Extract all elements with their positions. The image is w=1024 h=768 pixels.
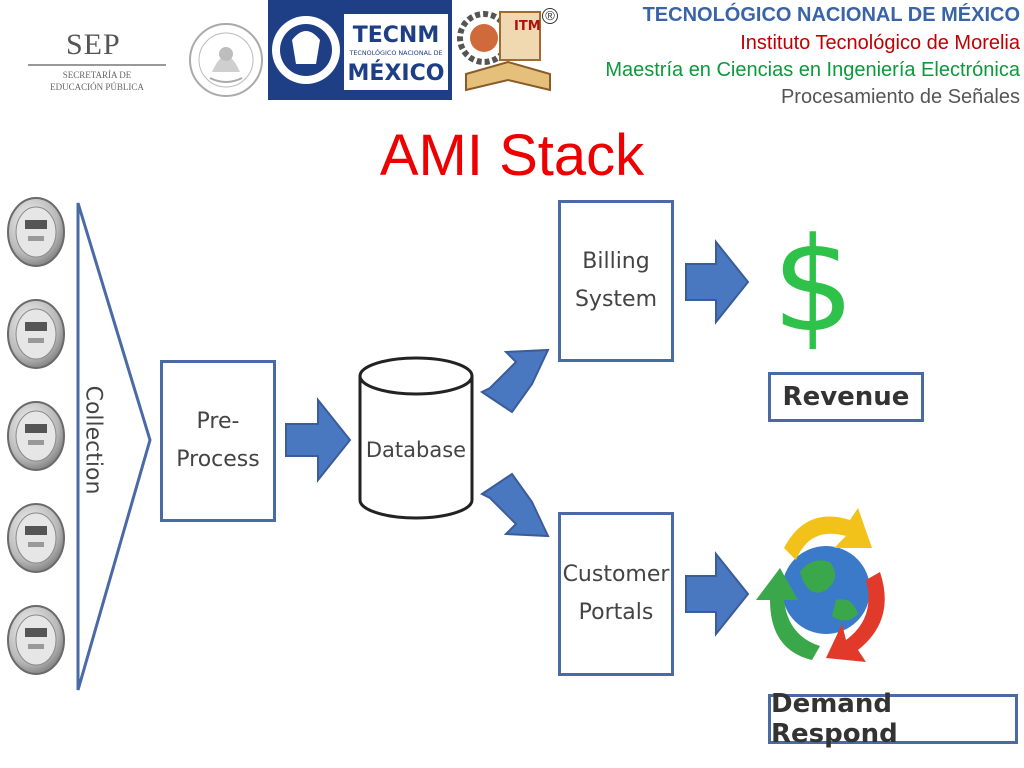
billing-system-box: Billing System <box>558 200 674 362</box>
recycle-globe-icon <box>756 508 885 662</box>
smart-meter-icon <box>7 503 65 573</box>
arrow-database-to-portals <box>480 472 550 538</box>
tecnm-logo: TECNM TECNOLÓGICO NACIONAL DE MÉXICO <box>268 0 452 100</box>
smart-meters <box>7 197 65 675</box>
course-name: Procesamiento de Señales <box>780 86 1020 108</box>
sep-abbr: SEP <box>66 28 121 61</box>
collection-funnel <box>76 202 152 691</box>
billing-system-label: Billing System <box>574 249 658 312</box>
arrow-database-to-billing <box>480 348 550 414</box>
preprocess-box: Pre- Process <box>160 360 276 522</box>
mexico-seal-icon <box>189 23 263 97</box>
sep-divider <box>28 64 166 66</box>
sep-line-2: EDUCACIÓN PÚBLICA <box>50 82 144 92</box>
arrow-portals-to-demand <box>685 551 750 637</box>
smart-meter-icon <box>7 605 65 675</box>
institution-name: TECNOLÓGICO NACIONAL DE MÉXICO <box>642 4 1020 26</box>
collection-label: Collection <box>80 385 106 495</box>
arrow-billing-to-revenue <box>685 239 750 325</box>
demand-respond-label: Demand Respond <box>771 689 898 749</box>
slide-title: AMI Stack <box>379 123 645 188</box>
dollar-icon: $ <box>772 209 855 361</box>
tecnm-country: MÉXICO <box>348 60 445 86</box>
arrow-preprocess-to-database <box>285 397 352 483</box>
sep-line-1: SECRETARÍA DE <box>62 70 132 80</box>
preprocess-label: Pre- Process <box>176 409 260 472</box>
itm-abbr: ITM <box>514 19 541 34</box>
smart-meter-icon <box>7 197 65 267</box>
itm-logo: ITM <box>457 11 551 92</box>
program-name: Maestría en Ciencias en Ingeniería Elect… <box>605 59 1020 81</box>
campus-name: Instituto Tecnológico de Morelia <box>740 32 1020 54</box>
customer-portals-label: Customer Portals <box>562 562 670 625</box>
sep-logo: SEP SECRETARÍA DE EDUCACIÓN PÚBLICA <box>22 22 172 102</box>
smart-meter-icon <box>7 299 65 369</box>
smart-meter-icon <box>7 401 65 471</box>
revenue-label: Revenue <box>782 382 910 412</box>
database-cylinder-icon <box>358 356 474 520</box>
tecnm-full-name: TECNOLÓGICO NACIONAL DE <box>348 48 442 57</box>
registered-mark: ® <box>542 8 558 24</box>
customer-portals-box: Customer Portals <box>558 512 674 676</box>
demand-respond-box: Demand Respond <box>768 689 1018 749</box>
revenue-box: Revenue <box>768 372 924 422</box>
tecnm-abbr: TECNM <box>353 23 440 48</box>
database-label: Database <box>365 438 467 462</box>
